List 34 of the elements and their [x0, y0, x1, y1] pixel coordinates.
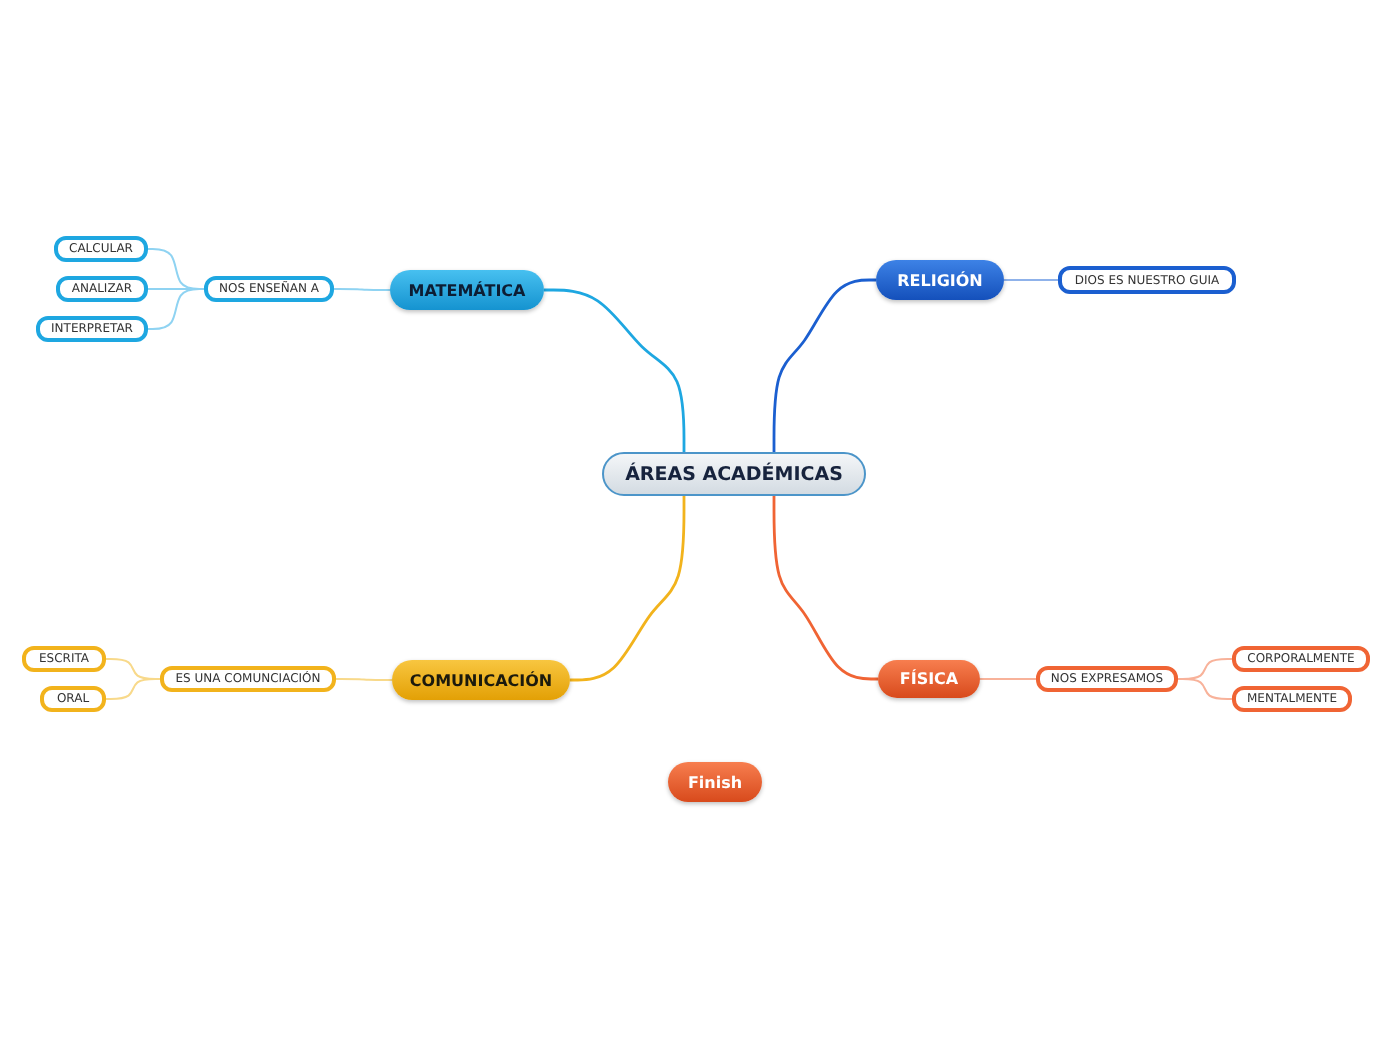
connector-line: [1177, 678, 1233, 700]
subtopic-box: [36, 316, 148, 342]
topic-pill: [668, 762, 762, 802]
subtopic-box: [1232, 646, 1370, 672]
connector-line: [147, 288, 205, 330]
subtopic-box: [160, 666, 336, 692]
subtopic-box: [1232, 686, 1352, 712]
node-label: FÍSICA: [899, 670, 959, 688]
subtopic-box: [54, 236, 148, 262]
connector-line: [333, 288, 391, 291]
topic-pill: [878, 660, 980, 698]
topic-pill: [390, 270, 544, 310]
connector-line: [772, 496, 878, 681]
connector-line: [105, 678, 161, 700]
connector-line: [335, 678, 393, 681]
connector-line: [544, 288, 686, 452]
topic-pill: [876, 260, 1004, 300]
node-label: ÁREAS ACADÉMICAS: [625, 463, 843, 485]
node-label: RELIGIÓN: [897, 271, 983, 289]
connector-line: [1003, 279, 1059, 281]
subtopic-box: [1058, 266, 1236, 294]
subtopic-box: [40, 686, 106, 712]
node-label: COMUNICACIÓN: [409, 671, 553, 689]
connector-line: [979, 678, 1037, 680]
central-topic: [602, 452, 866, 496]
connector-line: [570, 496, 686, 682]
subtopic-box: [204, 276, 334, 302]
subtopic-box: [1036, 666, 1178, 692]
node-label: MATEMÁTICA: [408, 281, 526, 299]
subtopic-box: [56, 276, 148, 302]
subtopic-box: [22, 646, 106, 672]
node-label: Finish: [687, 773, 743, 791]
topic-pill: [392, 660, 570, 700]
connector-line: [772, 278, 876, 452]
